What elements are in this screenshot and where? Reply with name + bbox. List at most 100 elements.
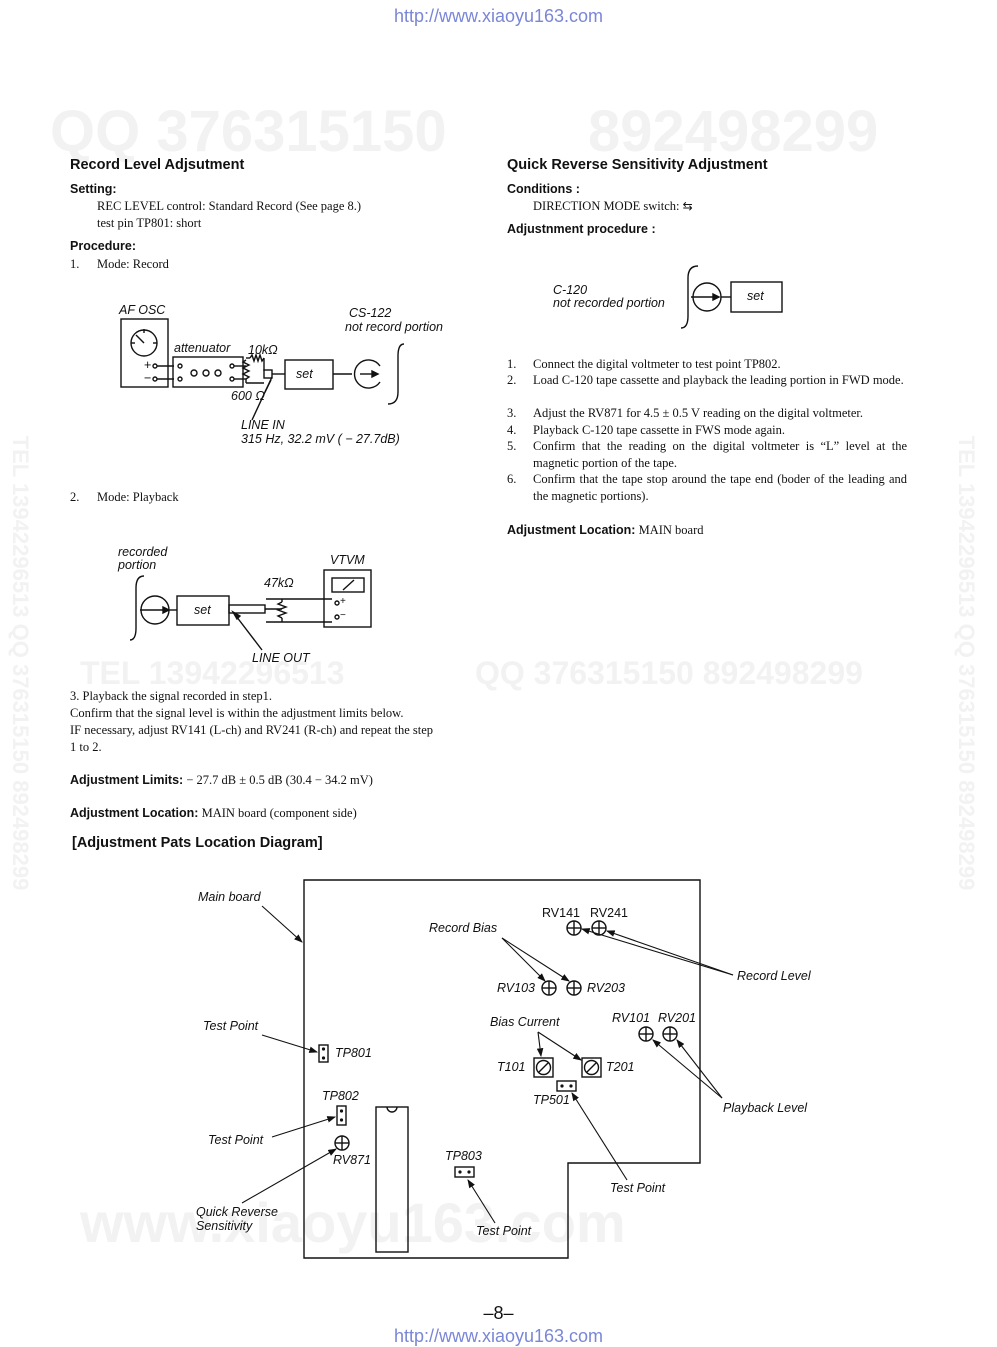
rv141-label: RV141 [542,906,580,920]
limits-label: Adjustment Limits: [70,773,184,787]
rv241-shape [591,920,607,936]
tp501-shape [556,1080,577,1092]
test-point-label-2: Test Point [208,1133,264,1147]
quick-section-title: Quick Reverse Sensitivity Adjustment [507,157,768,173]
record-section-title: Record Level Adjsutment [70,157,245,173]
header-url[interactable]: http://www.xiaoyu163.com [393,6,604,26]
tp802-label: TP802 [322,1089,359,1103]
af-osc-plus: + [144,358,152,372]
watermark-side-left: TEL 13942296513 QQ 376315150 892498299 [8,435,33,891]
rv201-label: RV201 [658,1011,696,1025]
step1-number: 1. [70,257,80,271]
rv101-shape [638,1026,654,1042]
not-record-portion-label: not record portion [345,320,443,334]
t201-label: T201 [606,1060,635,1074]
attenuator-label: attenuator [174,341,231,355]
quick-adjustment-location: Adjustment Location: MAIN board [507,522,704,539]
watermark-top-left: QQ 376315150 [50,99,447,164]
step2-text: Mode: Playback [97,490,179,504]
rv103-shape [541,980,557,996]
vtvm-plus: + [340,596,346,607]
setting-label: Setting: [70,182,117,196]
t101-label: T101 [497,1060,526,1074]
rv871-label: RV871 [333,1153,371,1167]
c120-label: C-120 [553,283,588,297]
t101-shape [533,1057,554,1078]
tp802-shape [336,1105,347,1126]
step1-text: Mode: Record [97,257,169,271]
record-location-label: Adjustment Location: [70,806,199,820]
line-in-label: LINE IN [241,418,285,432]
rv241-label: RV241 [590,906,628,920]
attenuator-box [172,356,244,388]
test-point-label-3: Test Point [476,1224,532,1238]
record-location-value: MAIN board (component side) [198,806,357,820]
quick-step-1-text: Connect the digital voltmeter to test po… [533,357,781,371]
quick-step-3-number: 3. [507,406,517,420]
af-osc-minus: − [144,371,152,385]
tp801-label: TP801 [335,1046,372,1060]
vtvm-box [323,569,372,628]
procedure-label: Procedure: [70,239,136,253]
quick-step-2-number: 2. [507,373,517,387]
rv141-shape [566,920,582,936]
quick-reverse-label: Quick Reverse [196,1205,278,1219]
page-number: –8– [483,1303,514,1323]
quick-step-2-text: Load C-120 tape cassette and playback th… [533,373,904,387]
t201-shape [581,1057,602,1078]
quick-step-5-number: 5. [507,439,517,453]
watermark-mid-right: QQ 376315150 892498299 [475,655,863,691]
af-osc-dial [130,329,158,357]
resistor-47k-label: 47kΩ [264,576,294,590]
quick-step-6-number: 6. [507,472,517,486]
bias-current-label: Bias Current [490,1015,560,1029]
conditions-label: Conditions : [507,182,580,196]
step2-number: 2. [70,490,80,504]
quick-step-4-text: Playback C-120 tape cassette in FWS mode… [533,423,786,437]
resistor-600-label: 600 Ω [231,389,265,403]
step3-line-1: 3. Playback the signal recorded in step1… [70,689,273,703]
not-recorded-portion-label: not recorded portion [553,296,665,310]
quick-location-label: Adjustment Location: [507,523,636,537]
rv203-shape [566,980,582,996]
direction-symbol-icon: ⇆ [682,199,693,213]
recorded-label: recorded [118,545,168,559]
record-set-label: set [296,367,313,381]
step3-line-4: 1 to 2. [70,740,102,754]
step3-line-3: IF necessary, adjust RV141 (L-ch) and RV… [70,723,434,737]
test-point-label-1: Test Point [203,1019,259,1033]
test-point-label-4: Test Point [610,1181,666,1195]
line-in-spec-label: 315 Hz, 32.2 mV ( − 27.7dB) [241,432,400,446]
quick-procedure-label: Adjustnment procedure : [507,222,656,236]
playback-level-label: Playback Level [723,1101,808,1115]
quick-step-4-number: 4. [507,423,517,437]
watermark-mid-left: TEL 13942296513 [80,655,345,691]
af-osc-label: AF OSC [119,303,166,317]
playback-tape [129,575,145,641]
sensitivity-label: Sensitivity [196,1219,253,1233]
quick-location-value: MAIN board [635,523,704,537]
record-adjustment-location: Adjustment Location: MAIN board (compone… [70,805,357,822]
adjustment-limits: Adjustment Limits: − 27.7 dB ± 0.5 dB (3… [70,772,373,789]
rv871-shape [334,1135,350,1151]
tp801-shape [318,1044,329,1063]
tp501-label: TP501 [533,1093,570,1107]
setting-line-2: test pin TP801: short [97,216,202,230]
quick-step-1-number: 1. [507,357,517,371]
playback-set-label: set [194,603,211,617]
quick-step-3-text: Adjust the RV871 for 4.5 ± 0.5 V reading… [533,406,864,420]
portion-label: portion [118,558,157,572]
step3-line-2: Confirm that the signal level is within … [70,706,404,720]
footer-url[interactable]: http://www.xiaoyu163.com [393,1326,604,1346]
main-board-label: Main board [198,890,261,904]
limits-value: − 27.7 dB ± 0.5 dB (30.4 − 34.2 mV) [183,773,373,787]
watermark-bottom: www.xiaoyu163.com [80,1191,626,1254]
record-bias-label: Record Bias [429,921,498,935]
rv201-shape [662,1026,678,1042]
rv101-label: RV101 [612,1011,650,1025]
record-level-label: Record Level [737,969,811,983]
tp803-shape [454,1166,475,1178]
record-tape-head [353,359,381,389]
quick-step-5-text: Confirm that the reading on the digital … [533,439,907,470]
vtvm-minus: − [340,610,346,621]
